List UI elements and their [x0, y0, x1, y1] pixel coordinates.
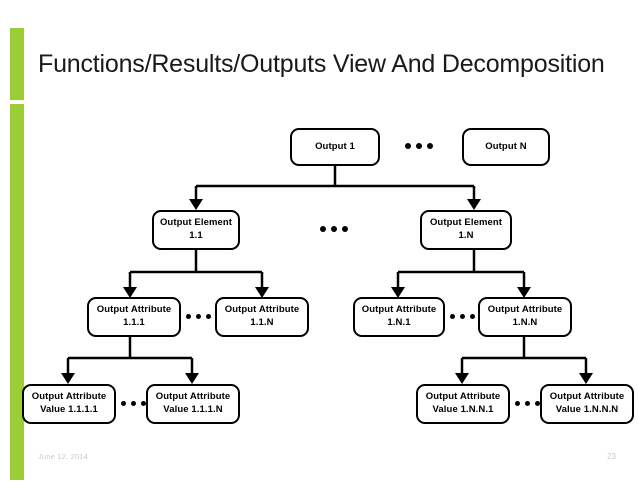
node-output-element-1-n[interactable]: Output Element 1.N: [420, 210, 512, 250]
node-output-attribute-1-1-1[interactable]: Output Attribute 1.1.1: [87, 297, 181, 337]
node-output-1[interactable]: Output 1: [290, 128, 380, 166]
ellipsis-dot: [535, 401, 540, 406]
ellipsis-dot: [206, 314, 211, 319]
node-output-n-label: Output N: [485, 140, 527, 152]
ellipsis-dot: [460, 314, 465, 319]
ellipsis-output-attributes-right: [450, 314, 475, 319]
ellipsis-output-attributes-left: [186, 314, 211, 319]
ellipsis-dot: [131, 401, 136, 406]
node-output-attribute-1-1-1-line2: 1.1.1: [123, 317, 145, 328]
ellipsis-dot: [342, 226, 348, 232]
node-output-attribute-value-1-n-n-1[interactable]: Output Attribute Value 1.N.N.1: [416, 384, 510, 424]
node-output-attribute-value-1-n-n-n[interactable]: Output Attribute Value 1.N.N.N: [540, 384, 634, 424]
ellipsis-outputs: [405, 143, 433, 149]
ellipsis-dot: [450, 314, 455, 319]
node-output-element-1-1-line1: Output Element: [159, 217, 233, 229]
node-output-attribute-value-1-1-1-1[interactable]: Output Attribute Value 1.1.1.1: [22, 384, 116, 424]
node-output-attribute-1-1-1-line1: Output Attribute: [96, 304, 172, 316]
ellipsis-dot: [525, 401, 530, 406]
node-output-element-1-n-line1: Output Element: [429, 217, 503, 229]
node-output-attribute-value-1-1-1-1-line2: Value 1.1.1.1: [40, 404, 98, 415]
ellipsis-dot: [405, 143, 411, 149]
footer-date: June 12, 2014: [38, 452, 89, 461]
node-output-attribute-value-1-n-n-n-line1: Output Attribute: [549, 391, 625, 403]
node-output-attribute-1-1-n-line2: 1.1.N: [250, 317, 274, 328]
ellipsis-dot: [416, 143, 422, 149]
node-output-element-1-1[interactable]: Output Element 1.1: [152, 210, 240, 250]
ellipsis-dot: [141, 401, 146, 406]
ellipsis-dot: [196, 314, 201, 319]
node-output-attribute-1-n-n-line2: 1.N.N: [512, 317, 538, 328]
node-output-attribute-value-1-1-1-n[interactable]: Output Attribute Value 1.1.1.N: [146, 384, 240, 424]
ellipsis-dot: [320, 226, 326, 232]
node-output-attribute-1-1-n-line1: Output Attribute: [224, 304, 300, 316]
page-title: Functions/Results/Outputs View And Decom…: [38, 50, 605, 78]
node-output-attribute-1-1-n[interactable]: Output Attribute 1.1.N: [215, 297, 309, 337]
node-output-element-1-n-line2: 1.N: [458, 230, 474, 241]
node-output-attribute-1-n-n-line1: Output Attribute: [487, 304, 563, 316]
ellipsis-dot: [331, 226, 337, 232]
node-output-attribute-value-1-1-1-n-line2: Value 1.1.1.N: [163, 404, 223, 415]
node-output-attribute-1-n-n[interactable]: Output Attribute 1.N.N: [478, 297, 572, 337]
ellipsis-output-elements: [320, 226, 348, 232]
node-output-attribute-value-1-1-1-n-line1: Output Attribute: [155, 391, 231, 403]
node-output-attribute-1-n-1[interactable]: Output Attribute 1.N.1: [353, 297, 445, 337]
accent-bar-top: [10, 28, 24, 100]
node-output-attribute-1-n-1-line1: Output Attribute: [361, 304, 437, 316]
node-output-attribute-1-n-1-line2: 1.N.1: [387, 317, 411, 328]
footer-page-number: 23: [607, 452, 616, 461]
ellipsis-dot: [470, 314, 475, 319]
ellipsis-dot: [515, 401, 520, 406]
node-output-n[interactable]: Output N: [462, 128, 550, 166]
node-output-attribute-value-1-n-n-1-line1: Output Attribute: [425, 391, 501, 403]
node-output-attribute-value-1-n-n-1-line2: Value 1.N.N.1: [432, 404, 494, 415]
node-output-element-1-1-line2: 1.1: [189, 230, 203, 241]
ellipsis-output-attribute-values-left: [121, 401, 146, 406]
ellipsis-dot: [427, 143, 433, 149]
accent-bar-main: [10, 104, 24, 480]
node-output-attribute-value-1-1-1-1-line1: Output Attribute: [31, 391, 107, 403]
ellipsis-dot: [186, 314, 191, 319]
node-output-1-label: Output 1: [315, 140, 355, 152]
node-output-attribute-value-1-n-n-n-line2: Value 1.N.N.N: [555, 404, 619, 415]
ellipsis-output-attribute-values-right: [515, 401, 540, 406]
ellipsis-dot: [121, 401, 126, 406]
